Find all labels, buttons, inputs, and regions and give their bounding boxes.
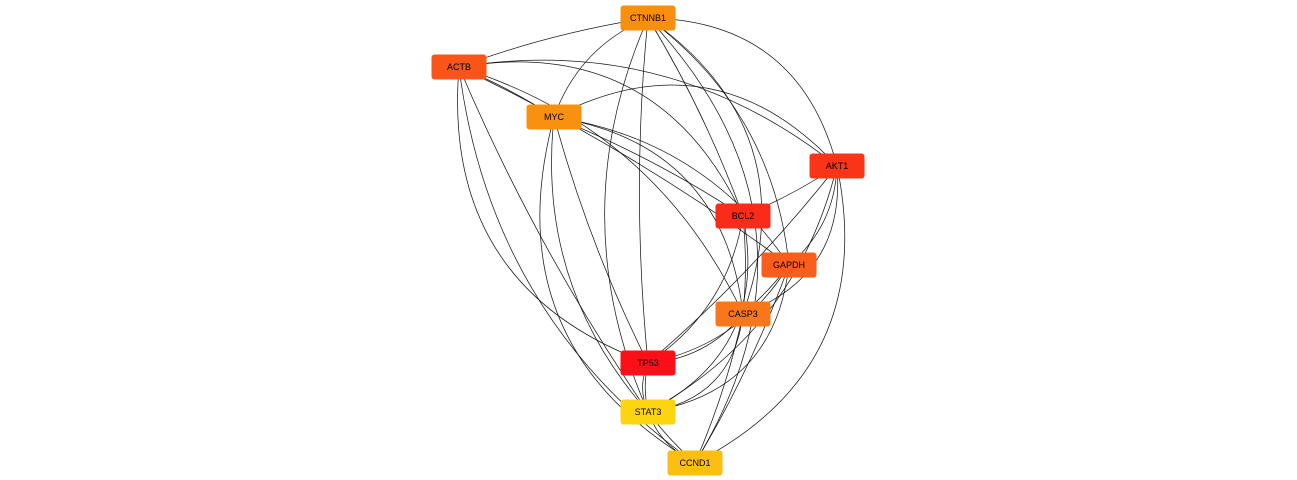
edge-actb-gapdh xyxy=(458,66,790,266)
edge-ctnnb1-myc xyxy=(553,17,649,118)
edge-ctnnb1-tp53 xyxy=(639,17,649,364)
edge-myc-gapdh xyxy=(553,116,790,266)
node-label: CTNNB1 xyxy=(630,13,666,23)
node-gapdh[interactable]: GAPDH xyxy=(761,252,817,278)
node-box xyxy=(715,301,771,327)
node-bcl2[interactable]: BCL2 xyxy=(715,203,771,229)
node-box xyxy=(667,450,723,476)
edge-actb-stat3 xyxy=(458,66,649,413)
node-box xyxy=(761,252,817,278)
edge-bcl2-stat3 xyxy=(647,215,749,413)
node-label: TP53 xyxy=(637,358,659,368)
edges-layer xyxy=(457,17,846,464)
node-label: CASP3 xyxy=(728,309,758,319)
node-ccnd1[interactable]: CCND1 xyxy=(667,450,723,476)
node-label: AKT1 xyxy=(826,161,849,171)
edge-gapdh-stat3 xyxy=(647,264,790,413)
node-box xyxy=(715,203,771,229)
edge-casp3-ccnd1 xyxy=(694,313,744,464)
node-box xyxy=(431,54,487,80)
edge-gapdh-ccnd1 xyxy=(694,264,790,464)
edge-myc-casp3 xyxy=(553,116,744,315)
node-actb[interactable]: ACTB xyxy=(431,54,487,80)
node-box xyxy=(526,104,582,130)
edge-ctnnb1-gapdh xyxy=(647,17,790,266)
edge-actb-akt1 xyxy=(458,59,838,167)
node-label: ACTB xyxy=(447,62,471,72)
node-label: STAT3 xyxy=(635,407,662,417)
node-label: MYC xyxy=(544,112,565,122)
edge-myc-stat3 xyxy=(551,116,649,413)
edge-ctnnb1-akt1 xyxy=(647,17,838,167)
edge-ctnnb1-casp3 xyxy=(647,17,763,315)
edge-bcl2-tp53 xyxy=(647,215,744,364)
edge-actb-casp3 xyxy=(458,66,744,315)
node-myc[interactable]: MYC xyxy=(526,104,582,130)
edge-akt1-ccnd1 xyxy=(694,165,846,464)
node-box xyxy=(809,153,865,179)
node-box xyxy=(620,5,676,31)
edge-akt1-casp3 xyxy=(742,165,839,315)
edge-actb-bcl2 xyxy=(458,61,744,217)
node-casp3[interactable]: CASP3 xyxy=(715,301,771,327)
edge-ctnnb1-ccnd1 xyxy=(647,17,759,464)
edge-ctnnb1-actb xyxy=(458,17,649,68)
edge-myc-ccnd1 xyxy=(539,116,696,464)
node-akt1[interactable]: AKT1 xyxy=(809,153,865,179)
node-label: CCND1 xyxy=(679,458,710,468)
node-stat3[interactable]: STAT3 xyxy=(620,399,676,425)
node-box xyxy=(620,350,676,376)
edge-myc-akt1 xyxy=(553,84,838,167)
node-ctnnb1[interactable]: CTNNB1 xyxy=(620,5,676,31)
node-tp53[interactable]: TP53 xyxy=(620,350,676,376)
edge-ctnnb1-bcl2 xyxy=(647,17,744,217)
node-label: GAPDH xyxy=(773,260,805,270)
edge-myc-tp53 xyxy=(553,116,649,364)
node-label: BCL2 xyxy=(732,211,755,221)
node-box xyxy=(620,399,676,425)
